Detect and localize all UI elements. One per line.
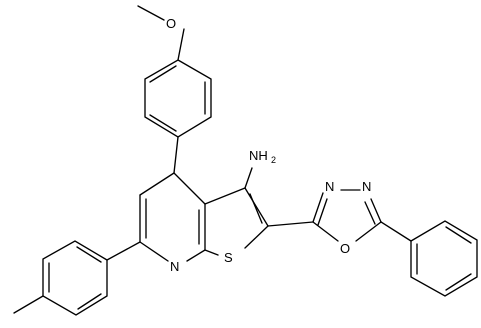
oxadiazole-n3-label: N (325, 179, 334, 194)
amine-subscript: 2 (271, 155, 276, 165)
oxadiazole-n4-label: N (362, 179, 371, 194)
methoxyphenyl-ring (144, 59, 212, 174)
methoxy-group (137, 5, 185, 61)
oxadiazole-oxygen-label: O (340, 241, 350, 256)
atom-labels: O NH 2 N S N N O (166, 16, 371, 274)
phenyl-ring (380, 220, 478, 297)
tolyl-ring (13, 240, 141, 316)
pyridine-nitrogen-label: N (170, 259, 179, 274)
methoxy-oxygen-label: O (166, 16, 176, 31)
oxadiazole-ring (267, 189, 382, 242)
thiophene-sulfur-label: S (224, 250, 233, 265)
thiophene-ring (204, 167, 269, 256)
pyridine-ring (139, 172, 206, 262)
amine-label: NH (249, 148, 268, 163)
